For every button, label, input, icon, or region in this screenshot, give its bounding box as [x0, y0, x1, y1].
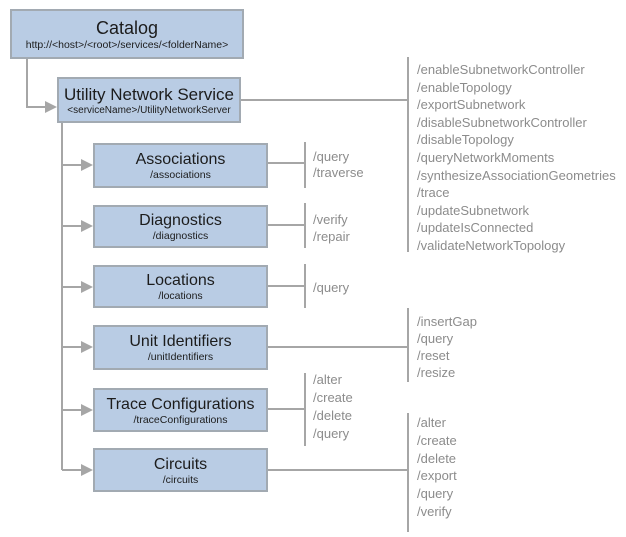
node-catalog: Catalog http://<host>/<root>/services/<f…	[10, 9, 244, 59]
operation-item: /alter	[417, 415, 446, 430]
ops-list-associations: /query /traverse	[313, 149, 364, 181]
node-diagnostics-title: Diagnostics	[139, 212, 222, 229]
operation-item: /verify	[417, 503, 452, 519]
node-associations: Associations /associations	[93, 143, 268, 188]
operation-item: /export	[417, 468, 457, 484]
operation-item: /trace	[417, 185, 450, 201]
operation-item: /reset	[417, 348, 450, 363]
node-utility-network-service-subtitle: <serviceName>/UtilityNetworkServer	[67, 104, 231, 116]
operation-item: /exportSubnetwork	[417, 97, 526, 113]
operation-item: /delete	[313, 408, 353, 423]
node-unit-identifiers-title: Unit Identifiers	[129, 333, 232, 350]
operation-item: /query	[313, 280, 350, 295]
ops-list-utility-network-service: /enableSubnetworkController /enableTopol…	[417, 61, 616, 255]
operation-item: /alter	[313, 372, 342, 387]
operation-item: /query	[417, 486, 454, 502]
node-utility-network-service-title: Utility Network Service	[63, 84, 235, 104]
operation-item: /synthesizeAssociationGeometries	[417, 167, 616, 183]
operation-item: /query	[313, 149, 350, 164]
operation-item: /create	[313, 390, 353, 405]
node-diagnostics: Diagnostics /diagnostics	[93, 205, 268, 248]
node-utility-network-service: Utility Network Service <serviceName>/Ut…	[57, 77, 241, 123]
operation-item: /disableTopology	[417, 132, 514, 148]
node-locations-title: Locations	[146, 272, 215, 289]
node-circuits-title: Circuits	[153, 455, 208, 473]
arrowhead-locations	[81, 281, 93, 293]
arrowhead-unit-identifiers	[81, 341, 93, 353]
ops-list-circuits: /alter /create /delete /export /query /v…	[417, 414, 457, 521]
operation-item: /insertGap	[417, 314, 477, 329]
connector-catalog-to-service	[26, 59, 46, 108]
node-catalog-subtitle: http://<host>/<root>/services/<folderNam…	[25, 38, 229, 51]
operation-item: /delete	[417, 450, 457, 466]
ops-list-locations: /query	[313, 280, 349, 296]
node-circuits-subtitle: /circuits	[162, 473, 199, 486]
node-unit-identifiers: Unit Identifiers /unitIdentifiers	[93, 325, 268, 370]
operation-item: /validateNetworkTopology	[417, 237, 566, 253]
ops-list-trace-configurations: /alter /create /delete /query	[313, 371, 353, 443]
operation-item: /enableSubnetworkController	[417, 62, 585, 77]
node-associations-title: Associations	[135, 151, 226, 168]
node-trace-configurations-title: Trace Configurations	[106, 395, 255, 413]
operation-item: /enableTopology	[417, 79, 512, 95]
arrowhead-trace-configurations	[81, 404, 93, 416]
node-circuits: Circuits /circuits	[93, 448, 268, 492]
operation-item: /updateIsConnected	[417, 220, 534, 236]
node-catalog-title: Catalog	[95, 17, 159, 38]
node-locations: Locations /locations	[93, 265, 268, 308]
node-trace-configurations-subtitle: /traceConfigurations	[133, 413, 228, 426]
arrowhead-service	[45, 101, 57, 113]
arrowhead-diagnostics	[81, 220, 93, 232]
arrowhead-circuits	[81, 464, 93, 476]
operation-item: /disableSubnetworkController	[417, 114, 587, 130]
node-locations-subtitle: /locations	[158, 290, 203, 302]
ops-list-diagnostics: /verify /repair	[313, 211, 350, 245]
operation-item: /create	[417, 432, 457, 448]
operation-item: /resize	[417, 365, 456, 380]
operation-item: /repair	[313, 229, 350, 244]
operation-item: /query	[313, 426, 350, 441]
operation-item: /verify	[313, 212, 348, 227]
node-trace-configurations: Trace Configurations /traceConfiguration…	[93, 388, 268, 432]
operation-item: /traverse	[313, 165, 364, 180]
node-diagnostics-subtitle: /diagnostics	[152, 230, 209, 242]
operation-item: /query	[417, 331, 454, 346]
ops-list-unit-identifiers: /insertGap /query /reset /resize	[417, 313, 477, 381]
operation-item: /updateSubnetwork	[417, 202, 530, 218]
node-associations-subtitle: /associations	[150, 169, 211, 181]
arrowhead-associations	[81, 159, 93, 171]
node-unit-identifiers-subtitle: /unitIdentifiers	[147, 351, 214, 363]
operation-item: /queryNetworkMoments	[417, 149, 555, 165]
